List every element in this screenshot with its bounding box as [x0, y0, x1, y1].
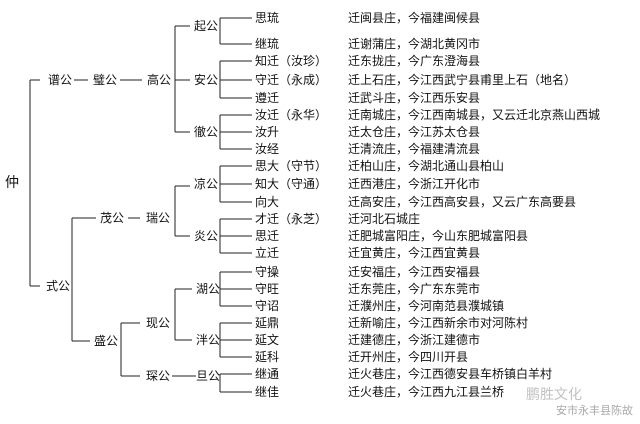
descendant-name: 守迁（永成）	[255, 73, 328, 87]
descendant-name: 延科	[255, 350, 280, 364]
gen4-hu: 湖公	[196, 282, 221, 296]
migration-note: 迁南城庄，今江西南城县，又云迁北京燕山西城	[348, 108, 601, 122]
migration-note: 迁宜黄庄，今江西宜黄县	[348, 246, 481, 260]
gen1-upper: 谱公	[48, 73, 73, 87]
gen1-lower: 式公	[46, 279, 71, 293]
descendant-name: 延鼎	[255, 316, 280, 330]
descendant-name: 思迁	[255, 229, 280, 243]
descendant-name: 守诏	[255, 299, 280, 313]
migration-note: 迁东拢庄，今广东澄海县	[348, 54, 481, 68]
descendant-name: 守操	[255, 265, 280, 279]
migration-note: 迁太仓庄，今江苏太仓县	[348, 125, 481, 139]
gen4-an: 安公	[194, 73, 219, 87]
gen3-chen: 琛公	[146, 369, 171, 383]
migration-note: 迁柏山庄，今湖北通山县柏山	[348, 159, 505, 173]
migration-note: 迁清流庄，今福建清流县	[348, 142, 481, 156]
migration-note: 迁河北石城庄	[348, 212, 421, 226]
descendant-name: 汝经	[255, 142, 280, 156]
gen4-dan: 旦公	[196, 369, 221, 383]
gen3-rui: 瑞公	[146, 211, 171, 225]
descendant-name: 知迁（汝珍）	[255, 54, 328, 68]
descendant-name: 知大（守通）	[255, 177, 328, 191]
gen4-qi: 起公	[194, 19, 219, 33]
descendant-name: 思大（守节）	[255, 159, 328, 173]
descendant-name: 汝迁（永华）	[255, 108, 328, 122]
descendant-name: 继佳	[255, 385, 280, 399]
migration-note: 迁高安庄，今江西高安县，又云广东高要县	[348, 195, 577, 209]
descendant-name: 遵迁	[255, 91, 280, 105]
migration-note: 迁闽县庄，今福建闽候县	[348, 11, 481, 25]
migration-note: 迁武斗庄，今江西乐安县	[348, 91, 481, 105]
migration-note: 迁建德庄，今浙江建德市	[348, 333, 481, 347]
gen4-liang: 凉公	[194, 177, 219, 191]
watermark-text: 安市永丰县陈故	[556, 404, 633, 417]
descendant-name: 延文	[255, 333, 280, 347]
migration-note: 迁安福庄，今江西安福县	[348, 265, 481, 279]
gen2-bi: 璧公	[93, 73, 118, 87]
descendant-name: 思琉	[255, 11, 280, 25]
descendant-name: 才迁（永芝）	[255, 212, 328, 226]
migration-note: 迁肥城富阳庄，今山东肥城富阳县	[348, 229, 529, 243]
gen3-xian: 现公	[146, 316, 171, 330]
migration-note: 迁谢蒲庄，今湖北黄冈市	[348, 37, 481, 51]
migration-note: 迁新喻庄，今江西新余市对河陈村	[348, 316, 529, 330]
descendant-name: 立迁	[255, 246, 280, 260]
migration-note: 迁火巷庄，今江西九江县兰桥	[348, 385, 505, 399]
gen3-gao: 高公	[147, 73, 172, 87]
migration-note: 迁濮州庄，今河南范县濮城镇	[348, 299, 505, 313]
root-ancestor: 仲	[5, 175, 19, 191]
gen4-pan: 泮公	[196, 333, 221, 347]
migration-note: 迁火巷庄，今江西德安县车桥镇白羊村	[348, 367, 553, 381]
gen2-mao: 茂公	[100, 211, 125, 225]
migration-note: 迁西港庄，今浙江开化市	[348, 177, 481, 191]
descendant-name: 继琉	[255, 37, 280, 51]
migration-note: 迁东莞庄，今广东东莞市	[348, 282, 481, 296]
migration-note: 迁上石庄，今江西武宁县甫里上石（地名）	[348, 73, 577, 87]
descendant-name: 继通	[255, 367, 280, 381]
watermark-logo: 鹏胜文化	[526, 387, 582, 403]
gen2-sheng: 盛公	[94, 334, 119, 348]
descendant-name: 汝升	[255, 125, 280, 139]
migration-note: 迁开州庄，今四川开县	[348, 350, 469, 364]
gen4-che: 徹公	[194, 125, 219, 139]
gen4-yan: 炎公	[194, 229, 219, 243]
descendant-name: 守旺	[255, 282, 280, 296]
descendant-name: 向大	[255, 195, 280, 209]
